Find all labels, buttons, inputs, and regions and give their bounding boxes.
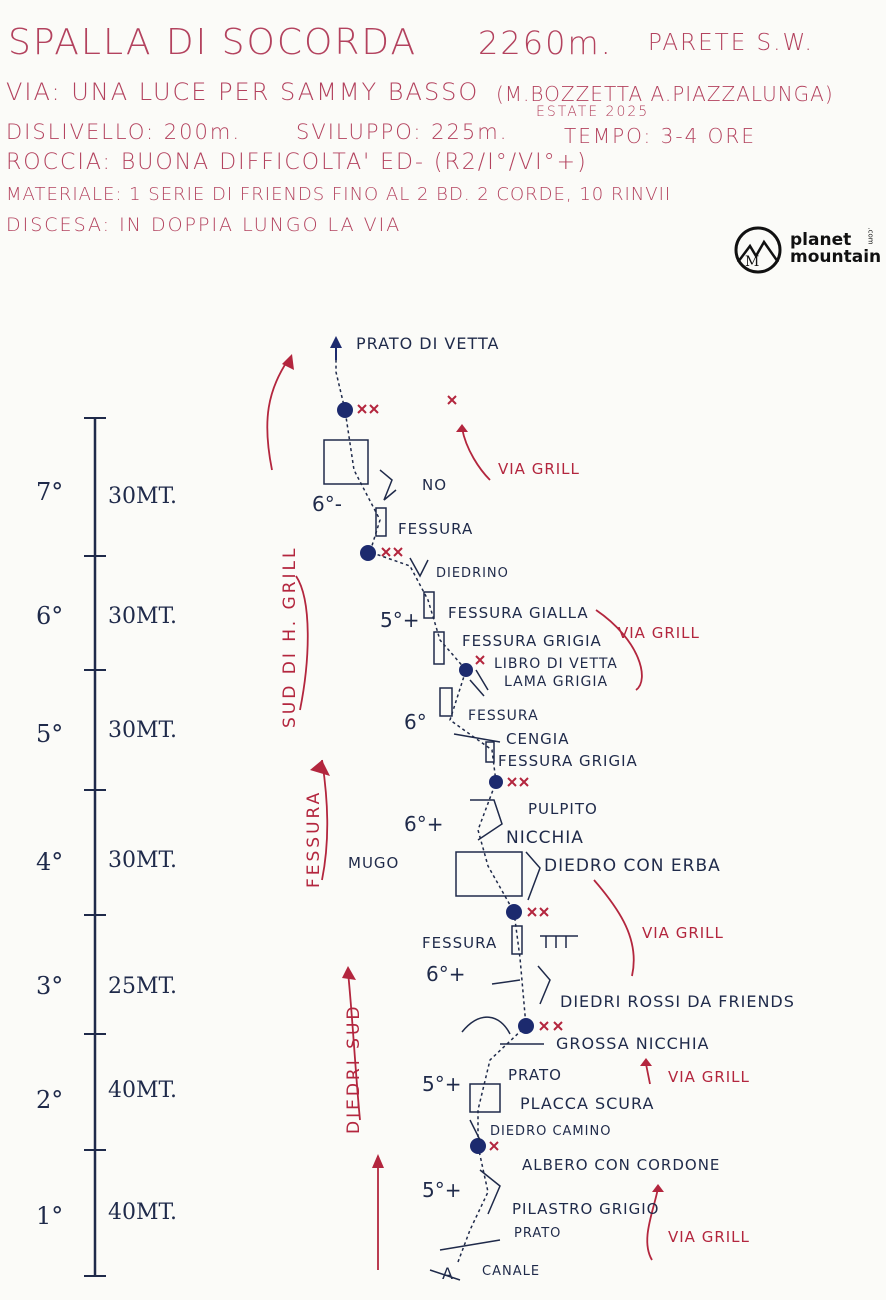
- wall: PARETE S.W.: [648, 30, 814, 56]
- label-pulpito: PULPITO: [528, 800, 598, 818]
- label-nicchia: NICCHIA: [506, 828, 584, 848]
- label-prato-1: PRATO: [508, 1066, 562, 1084]
- grade-pitch-1: 5°+: [422, 1178, 462, 1202]
- neighbor-route-arrows: [266, 359, 659, 1270]
- grade-pitch-5: 6°: [404, 710, 427, 734]
- rock-sketches: [323, 439, 578, 1281]
- label-no: NO: [422, 476, 448, 494]
- via-grill-label-5: VIA GRILL: [668, 1228, 750, 1246]
- label-fessura-1: FESSURA: [398, 520, 474, 538]
- label-diedro-camino: DIEDRO CAMINO: [490, 1124, 612, 1139]
- discesa: DISCESA: IN DOPPIA LUNGO LA VIA: [6, 214, 402, 236]
- pitch-2-number: 2°: [36, 1086, 64, 1114]
- materiale: MATERIALE: 1 SERIE DI FRIENDS FINO AL 2 …: [6, 184, 672, 205]
- label-diedro-erba: DIEDRO CON ERBA: [544, 856, 721, 876]
- grade-pitch-7: 6°-: [312, 492, 342, 516]
- label-fessura-grigia-1: FESSURA GRIGIA: [462, 632, 602, 650]
- scale-ticks: [84, 417, 106, 1277]
- roccia: ROCCIA: BUONA DIFFICOLTA' ED- (R2/I°/VI°…: [6, 150, 588, 175]
- grade-pitch-2: 5°+: [422, 1072, 462, 1096]
- pitch-5-length: 30MT.: [108, 718, 177, 743]
- label-fessura-2: FESSURA: [468, 708, 539, 724]
- label-prato-2: PRATO: [514, 1226, 562, 1241]
- via-season: ESTATE 2025: [536, 104, 650, 120]
- label-albero: ALBERO CON CORDONE: [522, 1156, 721, 1174]
- tempo: TEMPO: 3-4 ORE: [564, 124, 756, 148]
- mountain-logo-icon: M: [734, 226, 782, 274]
- grade-pitch-4: 6°+: [404, 812, 444, 836]
- label-mugo: MUGO: [348, 854, 400, 872]
- via-grill-label-3: VIA GRILL: [642, 924, 724, 942]
- via-grill-label-4: VIA GRILL: [668, 1068, 750, 1086]
- planetmountain-logo: M planet mountain .com: [728, 226, 881, 274]
- label-cengia: CENGIA: [506, 730, 570, 748]
- sviluppo: SVILUPPO: 225m.: [296, 120, 509, 144]
- altitude: 2260m.: [478, 24, 613, 62]
- pitch-1-length: 40MT.: [108, 1200, 177, 1225]
- bolt-marks: [357, 395, 563, 1151]
- label-placca-scura: PLACCA SCURA: [520, 1094, 655, 1113]
- title: SPALLA DI SOCORDA: [8, 22, 418, 63]
- label-fessura-gialla: FESSURA GIALLA: [448, 604, 589, 622]
- label-grossa-nicchia: GROSSA NICCHIA: [556, 1034, 710, 1053]
- via-grill-label-2: VIA GRILL: [618, 624, 700, 642]
- logo-line1: planet: [790, 230, 852, 250]
- pitch-6-number: 6°: [36, 602, 64, 630]
- pitch-4-number: 4°: [36, 848, 64, 876]
- neighbor-arrow-heads: [282, 354, 664, 1192]
- label-canale: CANALE: [482, 1264, 541, 1279]
- pitch-5-number: 5°: [36, 720, 64, 748]
- label-libro-vetta: LIBRO DI VETTA: [494, 656, 618, 672]
- belay-stations: [337, 402, 534, 1154]
- via-authors: (M.BOZZETTA A.PIAZZALUNGA): [496, 82, 834, 106]
- label-lama-grigia: LAMA GRIGIA: [504, 674, 609, 690]
- via-grill-label-1: VIA GRILL: [498, 460, 580, 478]
- svg-text:M: M: [745, 254, 759, 270]
- label-start: A: [442, 1264, 454, 1283]
- route-diedri-sud: DIEDRI SUD: [344, 1003, 364, 1135]
- dislivello: DISLIVELLO: 200m.: [6, 120, 241, 144]
- route-sud-h-grill: SUD DI H. GRILL: [280, 545, 300, 728]
- grade-pitch-3: 6°+: [426, 962, 466, 986]
- pitch-4-length: 30MT.: [108, 848, 177, 873]
- pitch-6-length: 30MT.: [108, 604, 177, 629]
- grade-pitch-6: 5°+: [380, 608, 420, 632]
- label-fessura-grigia-2: FESSURA GRIGIA: [498, 752, 638, 770]
- pitch-1-number: 1°: [36, 1202, 64, 1230]
- route-fessura: FESSURA: [304, 789, 324, 888]
- pitch-3-number: 3°: [36, 972, 64, 1000]
- label-diedri-rossi: DIEDRI ROSSI DA FRIENDS: [560, 992, 795, 1011]
- pitch-7-length: 30MT.: [108, 484, 177, 509]
- logo-line2: mountain: [790, 247, 882, 267]
- pitch-7-number: 7°: [36, 478, 64, 506]
- label-prato-vetta: PRATO DI VETTA: [356, 334, 500, 353]
- via-name: VIA: UNA LUCE PER SAMMY BASSO: [6, 78, 480, 106]
- pitch-3-length: 25MT.: [108, 974, 177, 999]
- label-diedrino: DIEDRINO: [436, 566, 509, 581]
- pitch-2-length: 40MT.: [108, 1078, 177, 1103]
- top-arrow-icon: [330, 336, 342, 348]
- label-fessura-3: FESSURA: [422, 934, 498, 952]
- label-pilastro: PILASTRO GRIGIO: [512, 1200, 660, 1218]
